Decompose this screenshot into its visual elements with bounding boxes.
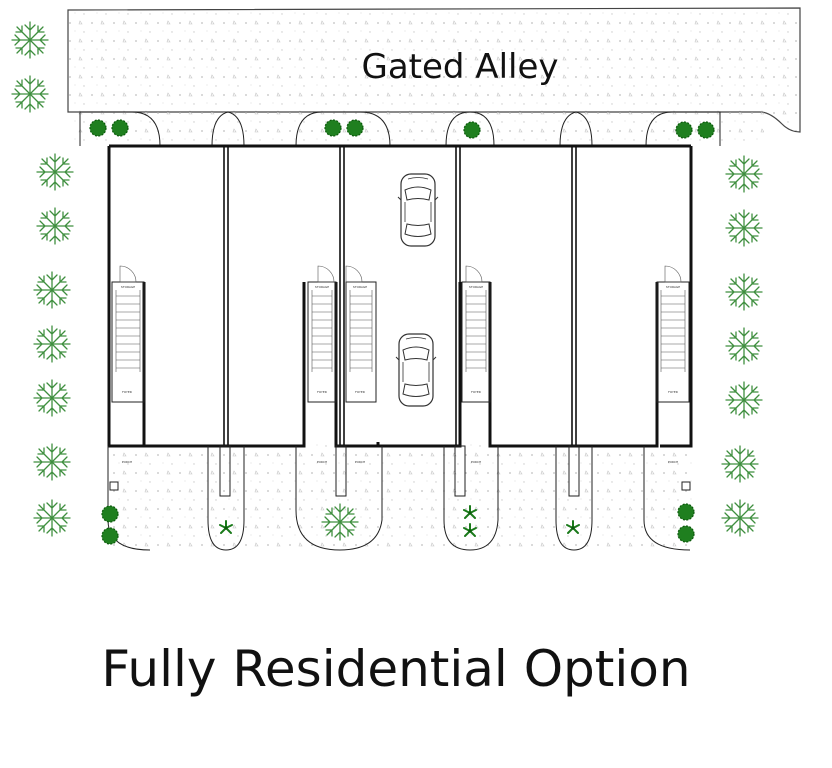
- storage-label: STORAGE: [666, 285, 680, 289]
- shrub-icon: [675, 121, 693, 139]
- tree-icon: [11, 75, 49, 113]
- tree-icon: [725, 327, 763, 365]
- tree-icon: [33, 271, 71, 309]
- shrub-icon: [677, 503, 695, 521]
- planter-6: [645, 111, 721, 147]
- shrub-icon: [677, 525, 695, 543]
- porch-label: PORCH: [355, 460, 365, 464]
- stair-icon: [345, 281, 377, 403]
- door-swing: [317, 265, 335, 283]
- planter-5: [559, 111, 593, 147]
- shrub-icon: [697, 121, 715, 139]
- shrub-icon: [346, 119, 364, 137]
- planter-2: [211, 111, 245, 147]
- stair-icon: [111, 281, 145, 403]
- shrub-icon: [463, 121, 481, 139]
- alley-label: Gated Alley: [361, 47, 558, 87]
- foyer-label: FOYER: [668, 390, 678, 394]
- shrub-icon: [324, 119, 342, 137]
- shrub-icon: [111, 119, 129, 137]
- foyer-label: FOYER: [355, 390, 365, 394]
- site-plan: Gated Alley: [11, 7, 801, 551]
- front-yard-area: [107, 444, 692, 550]
- foyer-label: FOYER: [317, 390, 327, 394]
- party-wall: [455, 146, 461, 446]
- storage-label: STORAGE: [353, 285, 367, 289]
- tree-icon: [725, 209, 763, 247]
- tree-icon: [33, 379, 71, 417]
- shrub-icon: [101, 505, 119, 523]
- foyer-label: FOYER: [471, 390, 481, 394]
- tree-icon: [321, 503, 359, 541]
- tree-icon: [725, 381, 763, 419]
- door-swing: [465, 265, 483, 283]
- storage-label: STORAGE: [121, 285, 135, 289]
- shrub-icon: [101, 527, 119, 545]
- tree-icon: [11, 21, 49, 59]
- shrub-icon: [89, 119, 107, 137]
- storage-label: STORAGE: [469, 285, 483, 289]
- porch-label: PORCH: [668, 460, 678, 464]
- building-frontage-strip: [74, 112, 764, 146]
- door-swing: [119, 265, 137, 283]
- party-wall: [223, 146, 229, 446]
- tree-icon: [36, 153, 74, 191]
- stair-icon: [461, 281, 491, 403]
- porch-label: PORCH: [122, 460, 132, 464]
- porch-label: PORCH: [471, 460, 481, 464]
- foyer-label: FOYER: [122, 390, 132, 394]
- door-swing: [664, 265, 682, 283]
- porch-label: PORCH: [317, 460, 327, 464]
- car-icon: [395, 333, 437, 407]
- tree-icon: [725, 155, 763, 193]
- tree-icon: [36, 207, 74, 245]
- planter-3: [295, 111, 391, 147]
- tree-icon: [721, 499, 759, 537]
- door-swing: [345, 265, 363, 283]
- tree-icon: [721, 445, 759, 483]
- car-icon: [397, 173, 439, 247]
- stair-icon: [656, 281, 690, 403]
- party-wall: [571, 146, 577, 446]
- storage-label: STORAGE: [315, 285, 329, 289]
- tree-icon: [725, 273, 763, 311]
- planter-4: [445, 111, 495, 147]
- planter-1: [79, 111, 161, 147]
- tree-icon: [33, 443, 71, 481]
- tree-icon: [33, 325, 71, 363]
- party-wall: [339, 146, 345, 446]
- stair-icon: [307, 281, 337, 403]
- tree-icon: [33, 499, 71, 537]
- plan-caption: Fully Residential Option: [101, 640, 691, 698]
